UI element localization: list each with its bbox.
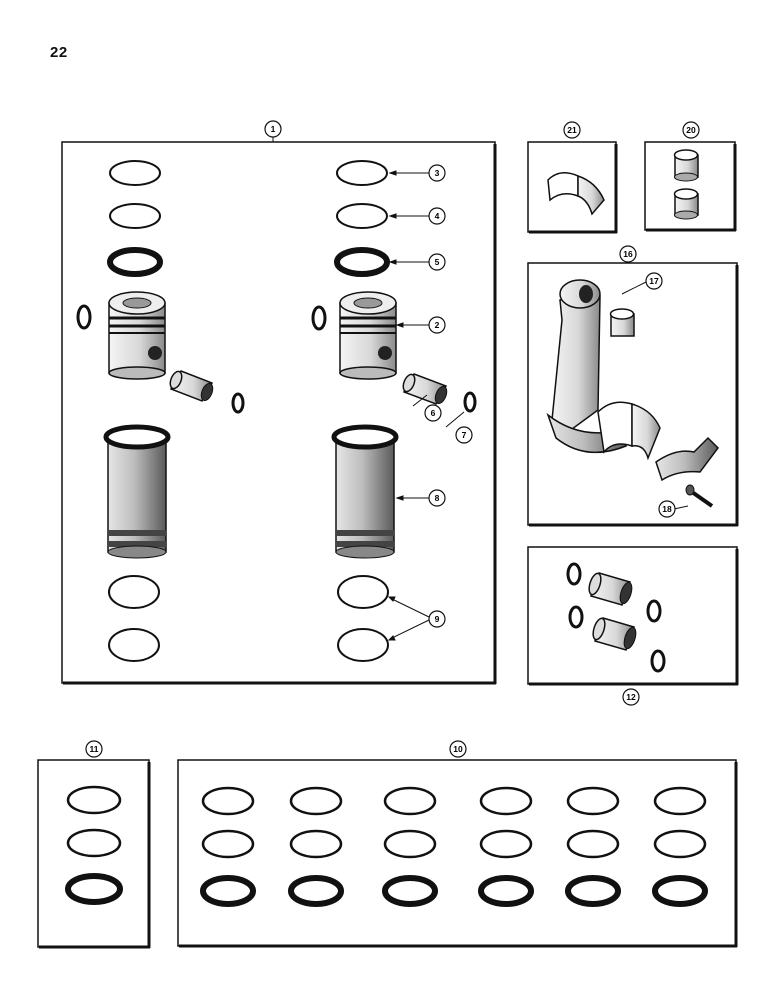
callout-5: 5 xyxy=(428,253,446,271)
left-cylinder-liner xyxy=(103,424,171,559)
svg-text:2: 2 xyxy=(435,320,440,330)
callout-7: 7 xyxy=(455,426,473,444)
svg-text:18: 18 xyxy=(662,504,672,514)
svg-text:3: 3 xyxy=(435,168,440,178)
callout-6: 6 xyxy=(424,404,442,422)
svg-text:9: 9 xyxy=(435,614,440,624)
bearing-insert-panel xyxy=(527,141,618,234)
callout-4: 4 xyxy=(428,207,446,225)
svg-text:11: 11 xyxy=(90,744,99,754)
callout-18: 18 xyxy=(658,500,676,518)
callout-16: 16 xyxy=(619,245,637,263)
bushing-panel xyxy=(644,141,737,232)
ring-set-panel-large xyxy=(177,759,738,948)
svg-text:20: 20 xyxy=(686,125,696,135)
svg-text:7: 7 xyxy=(462,430,467,440)
callout-17: 17 xyxy=(645,272,663,290)
left-ring-set xyxy=(107,160,163,277)
svg-text:10: 10 xyxy=(453,744,463,754)
compression-ring-top xyxy=(336,160,388,186)
piston-kit-panel xyxy=(61,141,497,685)
svg-text:4: 4 xyxy=(435,211,440,221)
svg-text:16: 16 xyxy=(623,249,633,259)
svg-text:12: 12 xyxy=(626,692,636,702)
piston-pin-panel xyxy=(527,546,739,686)
page-number: 22 xyxy=(50,44,68,61)
svg-text:17: 17 xyxy=(649,276,659,286)
right-ring-set xyxy=(334,160,390,277)
svg-text:6: 6 xyxy=(431,408,436,418)
svg-text:21: 21 xyxy=(567,125,577,135)
right-cylinder-liner xyxy=(331,424,399,559)
callout-10: 10 xyxy=(449,740,467,758)
callout-21: 21 xyxy=(563,121,581,139)
callout-12: 12 xyxy=(622,688,640,706)
callout-2: 2 xyxy=(428,316,446,334)
left-piston-pin xyxy=(169,370,245,414)
right-piston-pin xyxy=(402,373,477,413)
svg-text:5: 5 xyxy=(435,257,440,267)
oil-ring xyxy=(334,247,390,277)
callout-8: 8 xyxy=(428,489,446,507)
left-piston xyxy=(76,291,166,380)
callout-3: 3 xyxy=(428,164,446,182)
callout-20: 20 xyxy=(682,121,700,139)
svg-text:1: 1 xyxy=(271,124,276,134)
compression-ring-second xyxy=(336,203,388,229)
connecting-rod-panel xyxy=(527,262,739,527)
ring-set-panel-small xyxy=(37,759,151,949)
callout-1: 1 xyxy=(264,120,282,138)
callout-9: 9 xyxy=(428,610,446,628)
callout-11: 11 xyxy=(85,740,103,758)
rod-bolt xyxy=(685,484,714,508)
o-ring-set xyxy=(108,575,389,662)
svg-text:8: 8 xyxy=(435,493,440,503)
leader-lines xyxy=(272,137,689,641)
right-piston xyxy=(311,291,397,380)
